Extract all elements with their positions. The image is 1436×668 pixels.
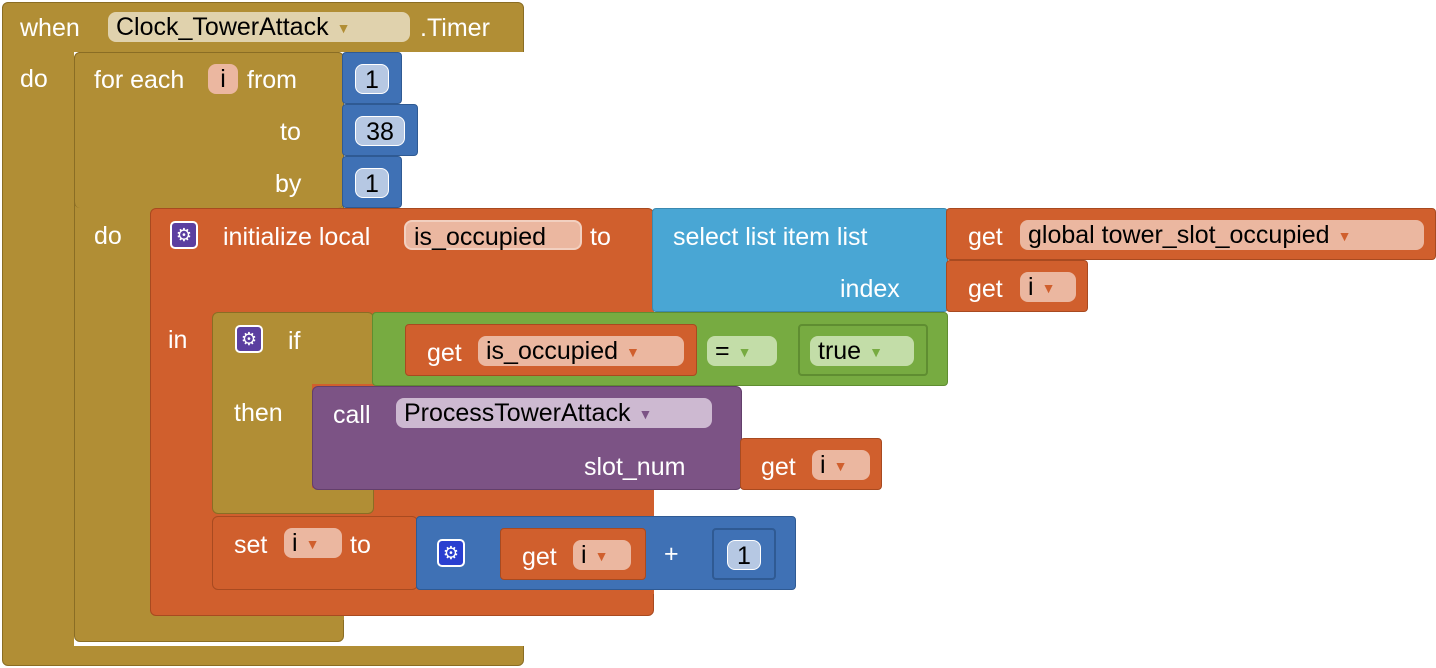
is-occupied-dropdown[interactable]: is_occupied ▼: [478, 336, 684, 366]
true-dropdown[interactable]: true ▼: [810, 336, 914, 366]
if-label: if: [288, 327, 301, 355]
local-to-label: to: [590, 223, 611, 251]
component-dropdown[interactable]: Clock_TowerAttack ▼: [108, 12, 410, 42]
dropdown-arrow-icon: ▼: [594, 548, 609, 565]
slot-num-label: slot_num: [584, 453, 686, 481]
local-variable-name-field[interactable]: is_occupied: [404, 220, 582, 251]
select-index-label: index: [840, 275, 900, 303]
index-variable-name: i: [1028, 273, 1034, 301]
set-variable-name: i: [292, 529, 298, 557]
by-label: by: [275, 170, 302, 198]
to-number-field[interactable]: 38: [355, 116, 405, 146]
call-label: call: [333, 401, 371, 429]
add-number-field[interactable]: 1: [727, 540, 761, 570]
plus-operator: +: [664, 540, 679, 568]
compare-operator: =: [715, 337, 730, 365]
dropdown-arrow-icon: ▼: [305, 536, 320, 553]
add-var-dropdown[interactable]: i▼: [573, 540, 631, 570]
event-when-label: when: [20, 14, 80, 42]
add-var-name: i: [581, 541, 587, 569]
index-variable-dropdown[interactable]: i▼: [1020, 272, 1076, 302]
set-variable-dropdown[interactable]: i▼: [284, 528, 342, 558]
true-value: true: [818, 337, 862, 365]
dropdown-arrow-icon: ▼: [833, 458, 848, 475]
slot-arg-name: i: [820, 451, 826, 479]
then-label: then: [234, 399, 283, 427]
get-global-label: get: [968, 223, 1003, 251]
select-list-item-label: select list item list: [673, 223, 868, 251]
global-variable-name: global tower_slot_occupied: [1028, 221, 1330, 249]
procedure-name: ProcessTowerAttack: [404, 399, 631, 427]
dropdown-arrow-icon: ▼: [737, 344, 752, 361]
is-occupied-name: is_occupied: [486, 337, 619, 365]
component-name: Clock_TowerAttack: [116, 13, 329, 41]
loop-do-label: do: [94, 222, 122, 250]
get-index-label: get: [968, 275, 1003, 303]
slot-arg-dropdown[interactable]: i▼: [812, 450, 870, 480]
set-label: set: [234, 531, 268, 559]
from-number-field[interactable]: 1: [355, 64, 389, 94]
dropdown-arrow-icon: ▼: [638, 406, 653, 423]
gear-icon[interactable]: ⚙: [437, 539, 465, 567]
set-to-label: to: [350, 531, 371, 559]
local-in-label: in: [168, 326, 188, 354]
dropdown-arrow-icon: ▼: [336, 20, 351, 37]
for-each-label: for each: [94, 66, 185, 94]
dropdown-arrow-icon: ▼: [1041, 280, 1056, 297]
get-add-var-label: get: [522, 543, 557, 571]
to-label: to: [280, 118, 301, 146]
compare-operator-dropdown[interactable]: =▼: [707, 336, 777, 366]
dropdown-arrow-icon: ▼: [869, 344, 883, 361]
event-do-label: do: [20, 65, 48, 93]
loop-variable-name: i: [220, 65, 226, 93]
get-is-occupied-label: get: [427, 339, 462, 367]
dropdown-arrow-icon: ▼: [1337, 228, 1352, 245]
by-number-field[interactable]: 1: [355, 168, 389, 198]
loop-variable-field[interactable]: i: [208, 64, 238, 94]
get-slot-arg-label: get: [761, 453, 796, 481]
initialize-local-label: initialize local: [223, 223, 371, 251]
procedure-dropdown[interactable]: ProcessTowerAttack ▼: [396, 398, 712, 428]
select-list-item-block[interactable]: [652, 208, 948, 312]
dropdown-arrow-icon: ▼: [626, 344, 640, 361]
gear-icon[interactable]: ⚙: [170, 221, 198, 249]
global-variable-dropdown[interactable]: global tower_slot_occupied ▼: [1020, 220, 1424, 250]
from-label: from: [247, 66, 297, 94]
gear-icon[interactable]: ⚙: [235, 325, 263, 353]
event-name-label: .Timer: [420, 14, 490, 42]
